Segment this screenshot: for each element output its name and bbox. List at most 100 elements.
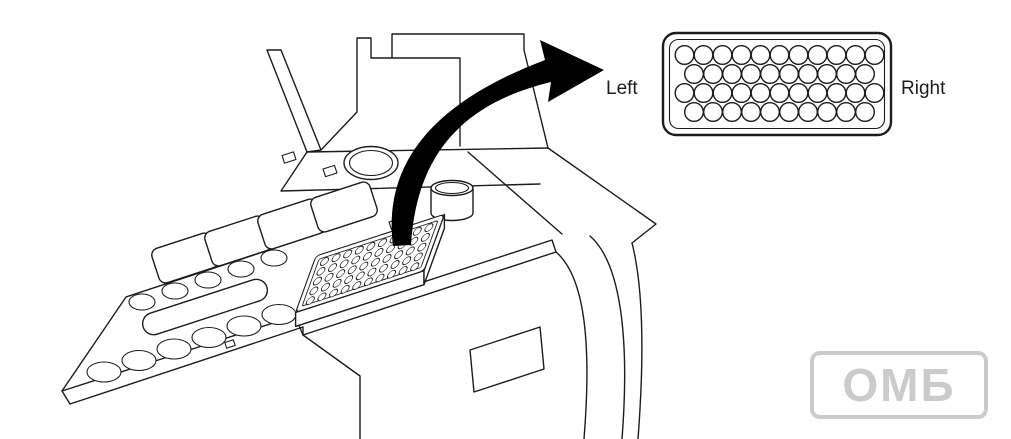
inset-well bbox=[684, 101, 705, 122]
watermark-logo: ОМБ bbox=[810, 351, 988, 419]
plate-well bbox=[328, 263, 338, 272]
plate-well bbox=[390, 260, 400, 269]
inset-well bbox=[788, 82, 809, 103]
plate-well bbox=[413, 252, 423, 262]
inset-well bbox=[807, 82, 828, 103]
inset-well bbox=[760, 101, 781, 122]
plate-well bbox=[336, 269, 346, 278]
sample-cup bbox=[261, 303, 297, 326]
inset-well bbox=[779, 63, 800, 84]
plate-well bbox=[339, 259, 349, 269]
plate-well bbox=[386, 244, 396, 254]
inset-well bbox=[703, 63, 724, 84]
inset-well bbox=[731, 45, 752, 66]
inset-well bbox=[845, 45, 866, 66]
plate-well bbox=[378, 263, 388, 273]
inset-well bbox=[684, 63, 705, 84]
inset-well bbox=[674, 45, 695, 66]
curved-chute bbox=[555, 235, 626, 439]
sample-cup bbox=[156, 338, 192, 360]
inset-well bbox=[712, 82, 733, 103]
right-label: Right bbox=[901, 78, 946, 99]
plate-well bbox=[309, 286, 319, 296]
plate-well bbox=[343, 249, 353, 259]
front-panel-notch bbox=[469, 326, 545, 393]
lower-terrace-edge bbox=[61, 314, 304, 405]
sample-cup bbox=[260, 249, 288, 267]
mixing-vessel bbox=[343, 145, 399, 181]
sample-cup bbox=[121, 349, 157, 372]
deck-clip bbox=[224, 339, 236, 349]
plate-well bbox=[424, 223, 434, 233]
inset-well bbox=[817, 63, 838, 84]
inset-well bbox=[807, 45, 828, 66]
inset-well bbox=[722, 63, 743, 84]
inset-well bbox=[779, 101, 800, 122]
watermark-text: ОМБ bbox=[842, 359, 956, 411]
inset-well bbox=[836, 63, 857, 84]
plate-well bbox=[367, 267, 377, 277]
plate-well bbox=[305, 296, 315, 306]
plate-well bbox=[340, 284, 350, 294]
plate-well bbox=[378, 238, 387, 248]
sample-cup bbox=[227, 260, 255, 278]
inset-well bbox=[769, 82, 790, 103]
deck-clip bbox=[281, 151, 297, 164]
vessel-rim bbox=[343, 145, 399, 181]
plate-well bbox=[316, 266, 326, 276]
plate-well bbox=[347, 265, 357, 275]
plate-well bbox=[394, 250, 404, 260]
inset-well bbox=[855, 63, 876, 84]
plate-well bbox=[312, 276, 322, 286]
inset-well bbox=[864, 45, 885, 66]
plate-well bbox=[332, 278, 342, 288]
front-face bbox=[302, 334, 361, 439]
plate-well bbox=[355, 271, 365, 281]
plate-well bbox=[344, 275, 354, 284]
back-strut bbox=[266, 49, 322, 153]
plate-well bbox=[410, 262, 420, 272]
microplate-rim bbox=[302, 220, 438, 307]
plate-well bbox=[398, 266, 408, 275]
sample-tray bbox=[310, 181, 378, 233]
plate-well bbox=[375, 273, 385, 283]
plate-well bbox=[319, 257, 329, 266]
inset-well bbox=[731, 82, 752, 103]
inset-well bbox=[674, 82, 695, 103]
sample-cup bbox=[191, 326, 227, 349]
inset-well bbox=[817, 101, 838, 122]
inset-well-plate bbox=[661, 31, 893, 137]
inset-plate-rim bbox=[668, 38, 886, 130]
right-body-curve bbox=[631, 242, 643, 439]
inset-well bbox=[798, 63, 819, 84]
inset-well bbox=[712, 45, 733, 66]
sample-cup bbox=[226, 315, 262, 337]
plate-well bbox=[324, 272, 334, 282]
plate-well bbox=[366, 242, 376, 251]
plate-well bbox=[351, 255, 361, 265]
plate-well bbox=[354, 245, 364, 255]
inset-well bbox=[703, 101, 724, 122]
plate-well bbox=[412, 226, 422, 236]
plate-well bbox=[329, 288, 339, 298]
plate-well bbox=[402, 256, 412, 266]
plate-well bbox=[363, 277, 373, 287]
machine-outline bbox=[61, 33, 657, 439]
sample-trays bbox=[151, 181, 378, 284]
reagent-cylinder bbox=[430, 179, 474, 222]
plate-well bbox=[420, 232, 430, 242]
left-label: Left bbox=[606, 78, 638, 99]
inset-well bbox=[826, 82, 847, 103]
vessel-inner-rim bbox=[348, 149, 394, 177]
inset-well bbox=[836, 101, 857, 122]
inset-well bbox=[760, 63, 781, 84]
inset-wells bbox=[674, 45, 885, 122]
sample-cups bbox=[86, 249, 297, 383]
plate-well bbox=[359, 261, 369, 271]
inset-well bbox=[722, 101, 743, 122]
tower bbox=[320, 33, 549, 151]
inset-well bbox=[769, 45, 790, 66]
plate-well bbox=[352, 281, 362, 290]
inset-well bbox=[750, 45, 771, 66]
